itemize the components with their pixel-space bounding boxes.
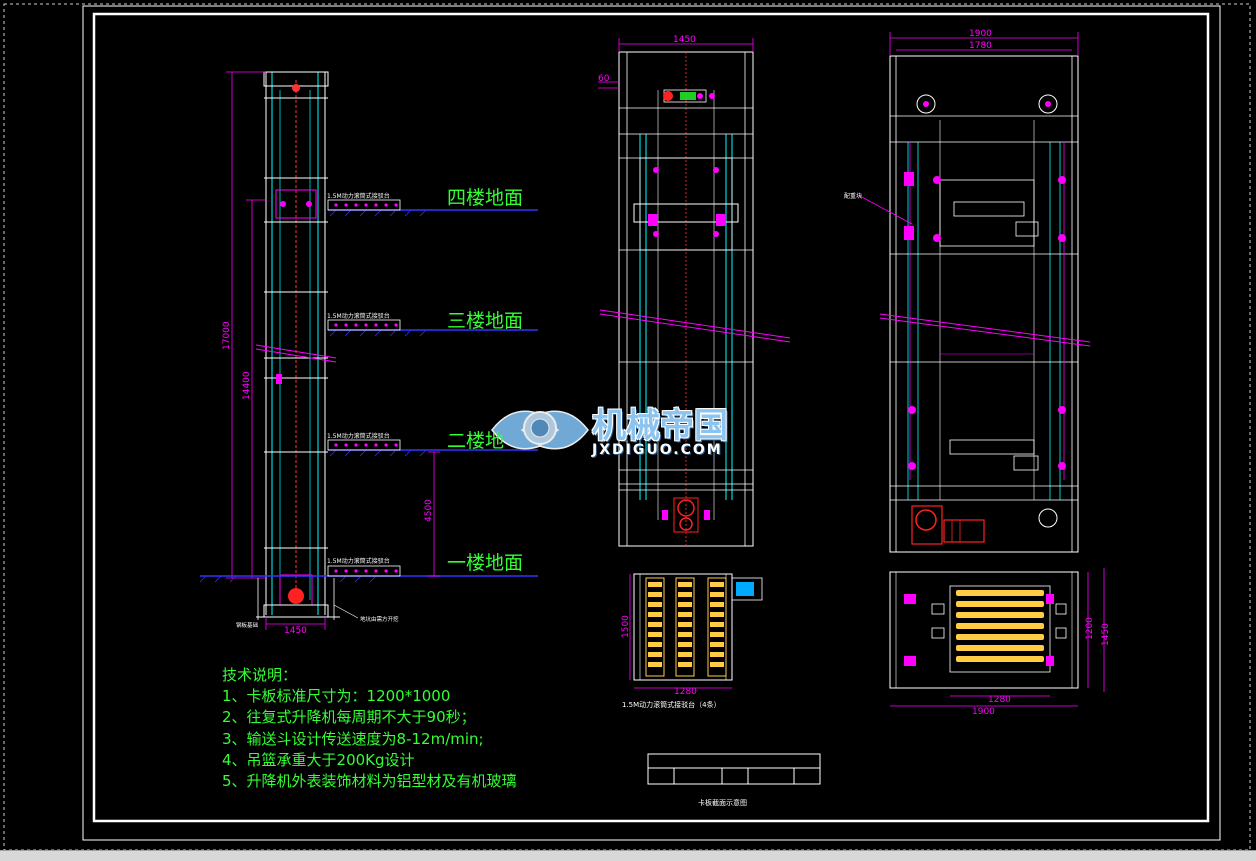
dim-plan-right-1280: 1280 — [988, 695, 1011, 705]
floor-label-4: 四楼地面 — [447, 187, 524, 209]
gear-hub-icon — [530, 418, 550, 438]
sheet-inner-frame — [92, 12, 1210, 823]
dim-mid-height: 14400 — [242, 371, 252, 400]
dim-plan-1280: 1280 — [674, 687, 697, 697]
watermark-logo — [491, 410, 589, 450]
pit-note: 地坑由需方开挖 — [360, 615, 399, 623]
floor-hatching — [199, 209, 427, 583]
pallet-section — [647, 753, 821, 785]
floor-label-2: 二楼地 — [447, 430, 505, 452]
status-bar — [0, 850, 1256, 861]
roller-dots — [648, 582, 724, 667]
dim-60: 60 — [598, 74, 610, 84]
technical-notes: 技术说明： 1、卡板标准尺寸为：1200*1000 2、往复式升降机每周期不大于… — [222, 665, 517, 792]
foundation-note: 钢板基础 — [236, 621, 259, 629]
floor-label-1: 一楼地面 — [447, 552, 524, 574]
station-label-3f: 1.5M动力滚筒式接驳台 — [327, 312, 390, 320]
dim-left-width: 1450 — [284, 626, 307, 636]
technical-note-3: 3、输送斗设计传送速度为8-12m/min; — [222, 729, 484, 748]
technical-note-1: 1、卡板标准尺寸为：1200*1000 — [222, 687, 451, 706]
technical-note-5: 5、升降机外表装饰材料为铝型材及有机玻璃 — [222, 772, 517, 791]
dim-right-1780: 1780 — [969, 41, 992, 51]
dim-right-top-1900: 1900 — [969, 29, 992, 39]
station-label-2f: 1.5M动力滚筒式接驳台 — [327, 432, 390, 440]
technical-note-4: 4、吊篮承重大于200Kg设计 — [222, 750, 415, 769]
right-elevation-view — [859, 32, 1091, 553]
counterweight-label: 配重块 — [844, 192, 862, 200]
roller-stations-side — [327, 199, 401, 577]
dim-plan-1200: 1200 — [1085, 617, 1095, 640]
dim-plan-1500: 1500 — [621, 615, 631, 638]
station-count-label: 1.5M动力滚筒式接驳台（4条） — [622, 700, 721, 709]
technical-note-2: 2、往复式升降机每周期不大于90秒； — [222, 708, 476, 727]
dim-front-width: 1450 — [673, 35, 696, 45]
floor-label-3: 三楼地面 — [447, 310, 524, 332]
station-label-1f: 1.5M动力滚筒式接驳台 — [327, 557, 390, 565]
sheet-outer-frame — [82, 5, 1221, 841]
roller-columns — [645, 577, 727, 677]
front-elevation-view — [598, 38, 791, 547]
technical-notes-title: 技术说明： — [222, 666, 298, 684]
dim-first-floor: 4500 — [424, 499, 434, 522]
dim-plan-bottom-1900: 1900 — [972, 707, 995, 717]
watermark-name: 机械帝国 — [592, 406, 728, 446]
plan-rollers — [956, 590, 1044, 662]
dim-total-height: 17000 — [222, 321, 232, 350]
top-plan-view — [889, 568, 1105, 707]
station-rollers-side — [334, 203, 398, 573]
station-label-4f: 1.5M动力滚筒式接驳台 — [327, 192, 390, 200]
station-labels: 1.5M动力滚筒式接驳台 1.5M动力滚筒式接驳台 1.5M动力滚筒式接驳台 1… — [327, 192, 390, 565]
station-plan-view — [629, 573, 763, 689]
side-elevation-view — [199, 71, 538, 630]
watermark-url: JXDIGUO.COM — [592, 442, 723, 458]
dim-plan-1450: 1450 — [1101, 623, 1111, 646]
pallet-section-label: 卡板截面示意图 — [698, 798, 747, 807]
